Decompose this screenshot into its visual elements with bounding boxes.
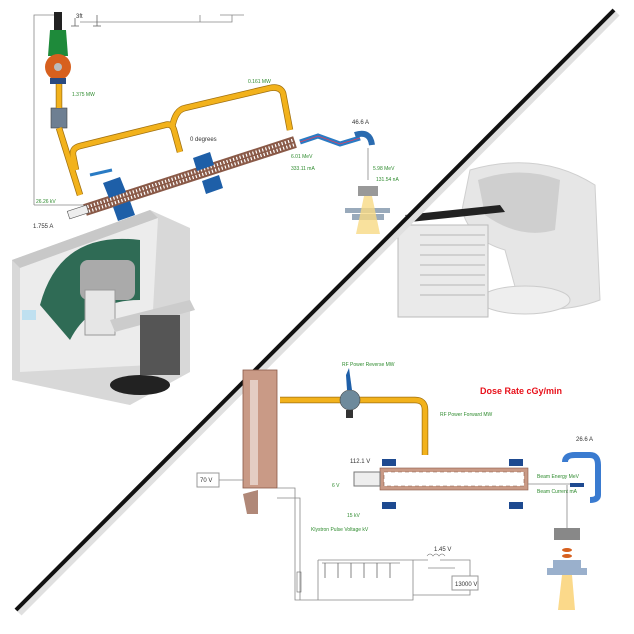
filament-current-label: 1.755 A (33, 224, 53, 230)
filament-voltage-label: 6 V (332, 483, 340, 489)
rf-forward-label: RF Power Forward MW (440, 412, 493, 418)
treatment-head-icon (345, 186, 390, 234)
klystron-output-label: 1.375 MW (72, 92, 95, 98)
gun-voltage-label: 112.1 V (350, 459, 370, 465)
divider-shadow (14, 8, 620, 616)
top-linac-schematic: 3ft 1.375 MW 0.161 MW 0 degrees 26.26 kV (33, 12, 399, 234)
target-current-label: 131.54 nA (376, 177, 399, 183)
pulse-voltage-label: 26.26 kV (36, 199, 56, 205)
phase-label: 0 degrees (190, 137, 217, 143)
treatment-room-render (12, 210, 195, 405)
klystron-icon (45, 12, 71, 84)
accelerator-waveguide (353, 467, 529, 491)
beam-current-label: 333.11 mA (291, 166, 315, 172)
linac-machine-photo (397, 162, 601, 318)
bottom-linac-schematic: Dose Rate cGy/min 70 V RF Power Reverse … (196, 362, 601, 610)
treatment-head-icon (547, 528, 587, 610)
dose-rate-title: Dose Rate cGy/min (480, 386, 562, 396)
hv-supply-meter (451, 575, 479, 591)
pulse-forming-network (277, 487, 479, 601)
ground-icon (71, 15, 101, 27)
heater-voltage-label: 70 V (200, 478, 212, 484)
rf-reverse-label: RF Power Reverse MW (342, 362, 395, 368)
diagonal-divider (14, 8, 616, 612)
pulse-voltage-label: Klystron Pulse Voltage kV (311, 527, 369, 533)
bending-magnet-icon (562, 452, 601, 503)
beam-energy-label: 6.01 MeV (291, 154, 313, 160)
steering-magnet (382, 459, 523, 509)
thyratron-voltage-label: 1.45 V (434, 547, 451, 553)
accelerator-waveguide (83, 136, 297, 216)
beam-current-label: Beam Current mA (537, 489, 578, 495)
bend-current-label: 26.6 A (576, 437, 593, 443)
steering-magnet (103, 152, 223, 221)
bend-current-label: 46.6 A (352, 120, 369, 126)
gun-kv-label: 15 kV (347, 513, 360, 519)
electron-gun-icon (66, 204, 90, 220)
reflected-power-label: 0.161 MW (248, 79, 271, 85)
hv-supply-label: 13000 V (455, 582, 477, 588)
circulator-icon (50, 107, 68, 129)
beam-energy-label: Beam Energy MeV (537, 474, 580, 480)
circulator-icon (339, 389, 361, 411)
bending-magnet-icon (299, 130, 375, 147)
ground-label: 3ft (76, 14, 83, 20)
klystron-icon (242, 369, 278, 514)
target-energy-label: 5.98 MeV (373, 166, 395, 172)
